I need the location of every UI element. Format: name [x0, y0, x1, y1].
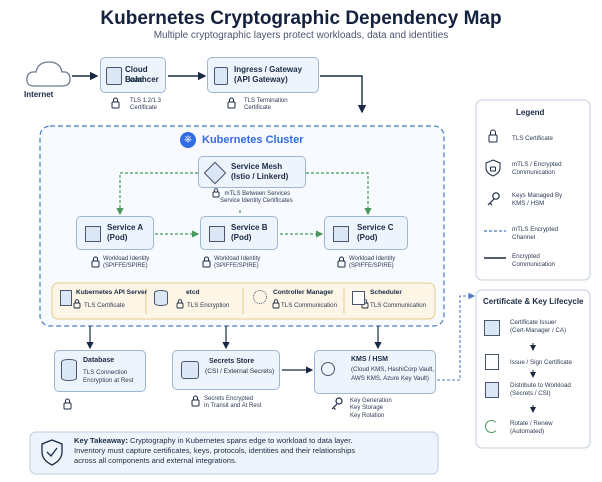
server-icon: [106, 67, 122, 85]
calendar-icon: [352, 291, 365, 305]
service-c-note: Workload Identity(SPIFFE/SPIRE): [349, 256, 396, 270]
gear-icon: [253, 290, 267, 304]
etcd-icon: [154, 290, 168, 306]
service-c-box[interactable]: Service C (Pod): [324, 216, 408, 250]
lock-icon: [73, 299, 81, 309]
kms-hsm-box[interactable]: KMS / HSM (Cloud KMS, HashiCorp Vault, A…: [314, 350, 436, 394]
key-takeaway: Key Takeaway: Cryptography in Kubernetes…: [74, 436, 356, 465]
mesh-icon: [203, 161, 227, 185]
scheduler-title: Scheduler: [370, 289, 402, 296]
database-box[interactable]: Database TLS Connection Encryption at Re…: [54, 350, 146, 392]
page-subtitle: Multiple cryptographic layers protect wo…: [153, 30, 449, 41]
distribute-icon: [485, 382, 499, 398]
database-icon: [61, 359, 77, 381]
legend-item-tls: TLS Certificate: [512, 135, 553, 142]
api-server-title: Kubernetes API Server: [76, 289, 148, 296]
certificate-issuer-icon: [484, 320, 500, 336]
shield-lock-icon: [485, 159, 501, 177]
gateway-icon: [214, 67, 228, 85]
lock-icon: [63, 398, 72, 410]
scheduler-note: TLS Communication: [370, 302, 427, 309]
lock-icon: [91, 256, 100, 268]
lifecycle-step-rotate: Rotate / Renew(Automated): [510, 420, 553, 435]
cloud-icon: [26, 61, 71, 87]
service-mesh-box[interactable]: Service Mesh (Istio / Linkerd): [198, 156, 306, 188]
lock-icon: [488, 129, 498, 143]
ingress-gateway-box[interactable]: Ingress / Gateway (API Gateway): [207, 57, 319, 93]
legend-box: [475, 99, 591, 281]
etcd-note: TLS Encryption: [187, 302, 230, 309]
lock-icon: [227, 97, 236, 109]
document-sign-icon: [485, 354, 499, 370]
cloud-load-balancer-box[interactable]: Cloud Load Balancer: [100, 57, 166, 93]
key-icon: [321, 362, 335, 376]
pod-icon: [209, 226, 225, 242]
api-server-note: TLS Certificate: [84, 302, 125, 309]
lock-icon: [111, 97, 120, 109]
cluster-title: Kubernetes Cluster: [202, 134, 304, 146]
controller-manager-note: TLS Communication: [281, 302, 338, 309]
internet-label: Internet: [24, 90, 54, 99]
page-title: Kubernetes Cryptographic Dependency Map: [100, 8, 502, 29]
lock-icon: [176, 299, 184, 309]
kubernetes-icon: ⎈: [180, 132, 196, 148]
secrets-store-box[interactable]: Secrets Store (CSI / External Secrets): [172, 350, 280, 390]
service-b-box[interactable]: Service B (Pod): [200, 216, 278, 250]
lifecycle-step-distribute: Distribute to Workload(Secrets / CSI): [510, 382, 571, 397]
legend-title: Legend: [516, 108, 545, 117]
key-icon: [487, 192, 500, 206]
controller-manager-title: Controller Manager: [273, 289, 334, 296]
lifecycle-title: Certificate & Key Lifecycle: [483, 297, 584, 306]
service-a-note: Workload Identity(SPIFFE/SPIRE): [103, 256, 150, 270]
lifecycle-step-issuer: Certificate Issuer(Cert-Manager / CA): [510, 319, 567, 334]
lifecycle-step-issue: Issue / Sign Certificate: [510, 359, 572, 366]
lifecycle-box: [475, 289, 591, 449]
lock-icon: [191, 395, 200, 407]
lock-icon: [202, 256, 211, 268]
vault-icon: [181, 361, 199, 379]
lock-icon: [272, 299, 280, 309]
rotate-icon: [485, 420, 498, 433]
api-server-icon: [60, 290, 72, 306]
pod-icon: [85, 226, 101, 242]
shield-icon: [41, 439, 63, 466]
lock-icon: [337, 256, 346, 268]
etcd-title: etcd: [186, 289, 200, 296]
takeaway-box: [29, 431, 439, 475]
pod-icon: [333, 226, 349, 242]
key-icon: [331, 397, 343, 410]
service-b-note: Workload Identity(SPIFFE/SPIRE): [214, 256, 261, 270]
service-a-box[interactable]: Service A (Pod): [76, 216, 154, 250]
lock-icon: [212, 188, 220, 198]
